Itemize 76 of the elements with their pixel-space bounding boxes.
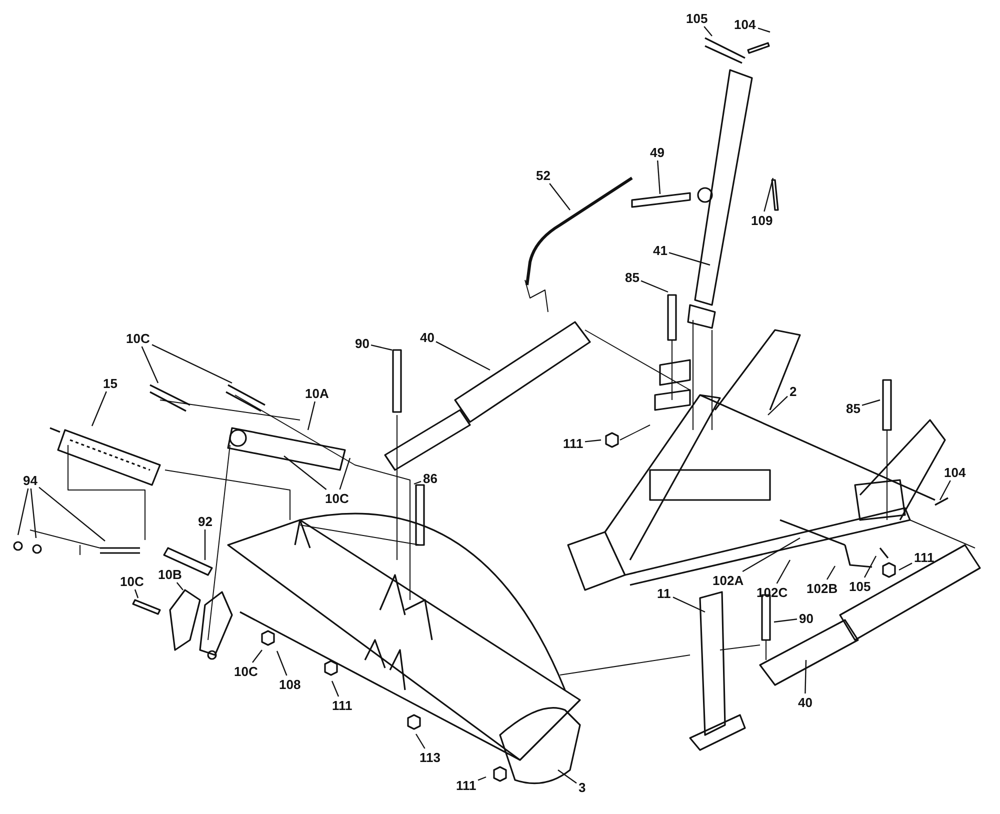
leader-line (864, 556, 877, 578)
leader-line (30, 488, 37, 538)
callout-number: 111 (455, 778, 478, 792)
leader-line (339, 458, 351, 490)
leader-line (862, 399, 880, 406)
callout-number: 108 (278, 676, 302, 692)
leader-line (549, 183, 570, 210)
callout-number: 113 (418, 750, 442, 764)
callout-number: 41 (652, 242, 668, 258)
leader-line (640, 280, 668, 293)
callout-number: 52 (535, 168, 552, 182)
leader-line (91, 391, 107, 426)
leader-line (558, 770, 577, 784)
callout-number: 111 (913, 550, 936, 564)
leader-line (478, 776, 486, 781)
leader-line (758, 28, 770, 33)
callout-number: 102A (712, 572, 745, 588)
leader-line (672, 596, 706, 613)
callout-number: 10A (304, 386, 330, 400)
leader-line (415, 734, 426, 749)
callout-number: 105 (685, 10, 709, 26)
leader-line (134, 589, 139, 598)
leader-line (204, 530, 206, 560)
leader-line (657, 160, 661, 194)
callout-number: 104 (943, 464, 967, 480)
callout-number: 10C (119, 574, 145, 588)
leader-line (141, 346, 159, 384)
leader-line (276, 650, 288, 676)
leader-line (307, 401, 316, 430)
callout-number: 92 (197, 514, 214, 528)
leader-line (804, 660, 807, 694)
callout-number: 3 (578, 780, 587, 794)
leader-line (584, 439, 602, 442)
callout-number: 111 (331, 698, 354, 712)
callout-number: 94 (22, 472, 38, 488)
callout-number: 40 (797, 694, 814, 710)
callout-number: 85 (624, 270, 640, 284)
callout-number: 109 (750, 212, 774, 228)
callout-number: 10B (157, 566, 183, 582)
leader-line (742, 537, 800, 572)
leader-line (668, 252, 710, 266)
leader-line (38, 486, 106, 542)
leader-line (152, 344, 232, 384)
leader-line (826, 566, 836, 580)
callout-number: 90 (798, 610, 814, 626)
leader-line (898, 562, 912, 571)
leader-line (768, 396, 788, 416)
callout-number: 86 (422, 470, 438, 486)
leader-line (776, 560, 791, 584)
callout-number: 10C (125, 330, 151, 346)
callout-number: 10C (324, 490, 350, 506)
callout-number: 49 (649, 144, 666, 160)
callout-number: 85 (845, 400, 862, 416)
callout-number: 105 (848, 578, 872, 594)
callout-number: 102C (756, 584, 789, 600)
leader-line (774, 618, 798, 623)
leader-line (331, 680, 340, 697)
callout-number: 104 (733, 16, 757, 32)
callout-number: 90 (354, 336, 370, 350)
leader-line (414, 480, 422, 485)
leader-line (252, 650, 262, 663)
callout-number: 10C (233, 664, 259, 678)
leader-line (704, 26, 712, 36)
callout-number: 102B (806, 580, 839, 596)
leader-line (764, 178, 774, 212)
leader-line (176, 582, 184, 590)
leader-line (939, 480, 951, 500)
callout-number: 2 (788, 384, 798, 398)
callout-number: 11 (656, 586, 672, 600)
callout-number: 111 (562, 436, 584, 450)
callout-number: 15 (102, 376, 118, 390)
leader-line (436, 341, 490, 371)
callout-number: 40 (419, 330, 436, 344)
leader-line (284, 456, 327, 490)
leader-line (370, 344, 392, 351)
leader-line (17, 488, 29, 536)
